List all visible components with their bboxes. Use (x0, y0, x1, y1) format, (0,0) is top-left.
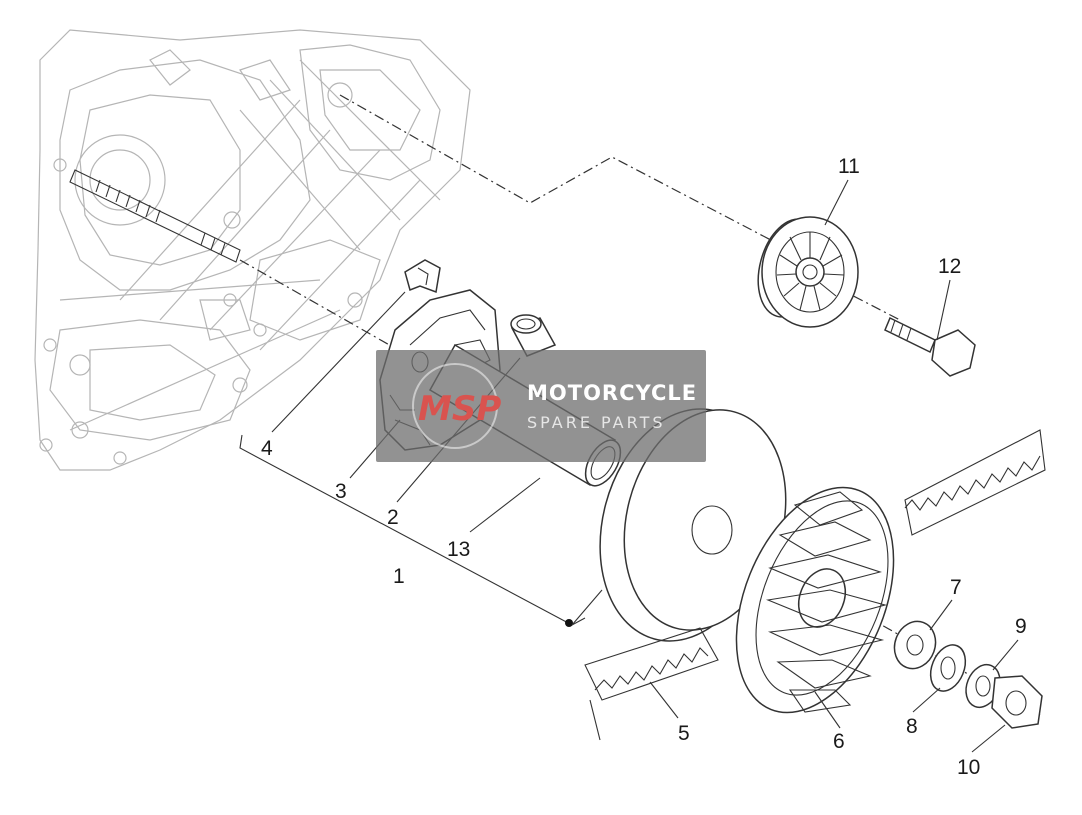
callout-8: 8 (906, 715, 918, 738)
callout-11: 11 (838, 155, 860, 178)
engine-crankcase (34, 29, 471, 471)
watermark-globe-icon (412, 363, 498, 449)
drive-shaft (69, 169, 241, 263)
part-7-washer (893, 620, 937, 670)
part-9-washer (965, 663, 1001, 709)
callout-2: 2 (387, 506, 399, 529)
watermark: MSP MOTORCYCLE SPARE PARTS (376, 350, 706, 462)
callout-6: 6 (833, 730, 845, 753)
callout-labels: 1 2 3 4 5 6 7 8 9 10 11 12 13 (261, 155, 1027, 779)
callout-10: 10 (957, 756, 980, 779)
watermark-title: MOTORCYCLE (527, 381, 697, 405)
callout-12: 12 (938, 255, 961, 278)
callout-1: 1 (393, 565, 405, 588)
callout-7: 7 (950, 576, 962, 599)
part-6-fan-pulley (735, 486, 895, 714)
callout-9: 9 (1015, 615, 1027, 638)
watermark-logo: MSP (418, 389, 501, 429)
group-bracket-1 (239, 434, 603, 627)
part-10-nut (991, 675, 1043, 729)
part-8-washer (929, 644, 967, 692)
watermark-subtitle: SPARE PARTS (527, 413, 666, 432)
callout-13: 13 (447, 538, 470, 561)
part-11-idler-roller (757, 216, 859, 328)
part-2-roller-bush (510, 314, 557, 357)
part-12-bolt (884, 316, 976, 377)
part-5-drive-belt (584, 429, 1046, 741)
part-4-slider-clip (404, 259, 441, 294)
callout-4: 4 (261, 437, 273, 460)
callout-5: 5 (678, 722, 690, 745)
watermark-background (376, 350, 706, 462)
callout-3: 3 (335, 480, 347, 503)
